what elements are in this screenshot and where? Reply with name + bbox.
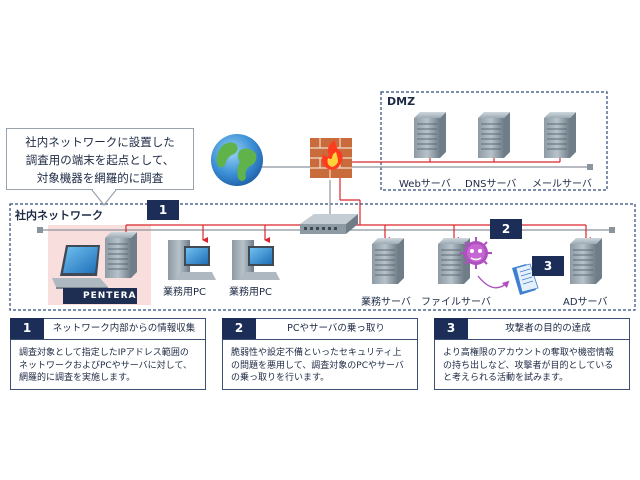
step-body-line: の持ち出しなど、攻撃者が目的としている [443,360,614,371]
firewall-icon [310,138,352,178]
step-header: 3 攻撃者の目的の達成 [434,318,629,340]
desktop-pc-icon [168,240,216,280]
marker-3: 3 [532,256,564,276]
step-card-2: 2 PCやサーバの乗っ取り 脆弱性や設定不備といったセキュリティ上 の問題を悪用… [222,318,418,390]
document-icon [512,263,539,295]
server-icon [570,238,602,284]
pc1-label: 業務用PC [163,287,207,298]
step-title: PCやサーバの乗っ取り [287,323,385,334]
server-icon [544,112,576,158]
step-body: 調査対象として指定したIPアドレス範囲の ネットワークおよびPCやサーバに対して… [19,347,199,385]
server-icon [478,112,510,158]
step-title: 攻撃者の目的の達成 [505,323,591,334]
laptop-icon [52,245,108,289]
callout-pointer [91,189,117,206]
desktop-pc-icon [232,240,280,280]
step-card-3: 3 攻撃者の目的の達成 より高権限のアカウントの奪取や機密情報 の持ち出しなど、… [434,318,630,390]
malware-icon [460,237,492,269]
callout-line-3: 対象機器を網羅的に調査 [36,171,164,185]
step-body-line: の問題を悪用して、調査対象のPCやサーバ [231,360,404,371]
business-server-label: 業務サーバ [361,297,411,308]
callout-box: 社内ネットワークに設置した 調査用の端末を起点として、 対象機器を網羅的に調査 [6,128,194,190]
step-header: 2 PCやサーバの乗っ取り [222,318,417,340]
step-number: 2 [222,318,256,339]
step-body-line: と考えられる活動を試みます。 [443,373,569,383]
file-server-label: ファイルサーバ [421,297,491,308]
step-body: 脆弱性や設定不備といったセキュリティ上 の問題を悪用して、調査対象のPCやサーバ… [231,347,411,385]
dmz-zone [380,91,608,191]
marker-1: 1 [147,200,179,220]
callout-line-1: 社内ネットワークに設置した [25,135,175,149]
step-title: ネットワーク内部からの情報収集 [52,323,196,334]
step-body-line: の乗っ取りを行います。 [231,373,330,383]
switch-icon [300,214,358,234]
internal-zone-title: 社内ネットワーク [15,209,103,222]
step-body-line: 網羅的に調査を実施します。 [19,373,136,383]
server-icon [438,238,470,284]
server-icon [372,238,404,284]
mail-server-label: メールサーバ [532,179,592,190]
pc2-label: 業務用PC [229,287,273,298]
step-number: 1 [10,318,44,339]
server-icon [414,112,446,158]
marker-2: 2 [490,219,522,239]
pentera-brand: PENTERA [63,288,137,304]
step-body: より高権限のアカウントの奪取や機密情報 の持ち出しなど、攻撃者が目的としている … [443,347,623,385]
dns-server-label: DNSサーバ [465,179,517,190]
step-body-line: 調査対象として指定したIPアドレス範囲の [19,348,189,358]
internal-network-zone [9,203,636,311]
step-number: 3 [434,318,468,339]
server-icon [105,232,137,278]
web-server-label: Webサーバ [399,179,451,190]
ad-server-label: ADサーバ [563,297,608,308]
callout-line-2: 調査用の端末を起点として、 [25,153,175,167]
step-body-line: より高権限のアカウントの奪取や機密情報 [443,348,614,358]
globe-icon [211,134,263,186]
step-card-1: 1 ネットワーク内部からの情報収集 調査対象として指定したIPアドレス範囲の ネ… [10,318,206,390]
dmz-zone-title: DMZ [387,95,416,108]
step-body-line: 脆弱性や設定不備といったセキュリティ上 [231,348,402,358]
step-body-line: ネットワークおよびPCやサーバに対して、 [19,360,192,371]
step-header: 1 ネットワーク内部からの情報収集 [10,318,205,340]
